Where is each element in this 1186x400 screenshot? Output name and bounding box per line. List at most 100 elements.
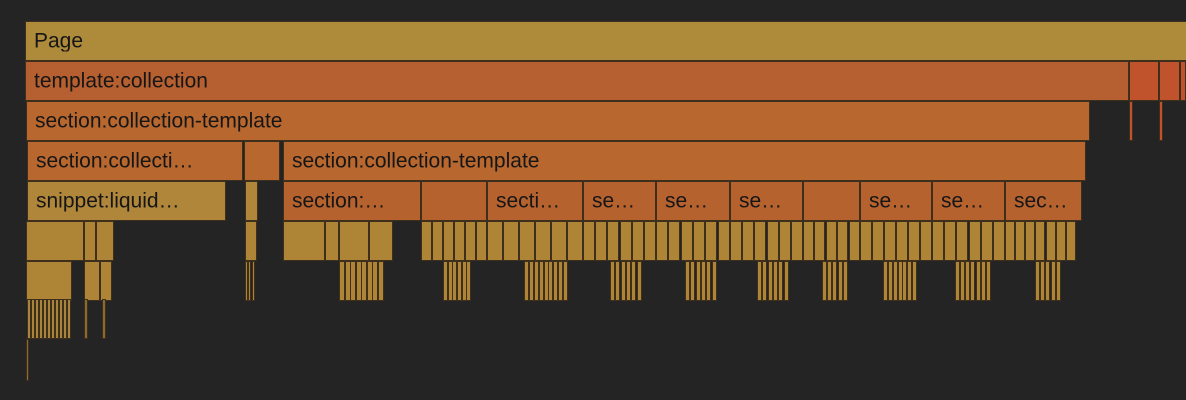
frame-section-collection-template[interactable]: section:collection-template xyxy=(26,101,1090,141)
frame-section[interactable]: secti… xyxy=(487,181,583,221)
frame-section[interactable]: se… xyxy=(932,181,1005,221)
frame-deep[interactable] xyxy=(1066,221,1076,261)
frame-deep[interactable] xyxy=(685,261,690,301)
frame-deep[interactable] xyxy=(920,221,932,261)
frame-section-collection-template[interactable]: section:collection-template xyxy=(283,141,1086,181)
frame-sliver[interactable] xyxy=(1159,101,1163,141)
frame-deep[interactable] xyxy=(1040,261,1045,301)
frame-deep[interactable] xyxy=(524,261,529,301)
frame-deep[interactable] xyxy=(548,261,553,301)
frame-deep[interactable] xyxy=(67,299,71,339)
frame-deep[interactable] xyxy=(896,221,908,261)
frame-deep[interactable] xyxy=(535,221,551,261)
frame-deep[interactable] xyxy=(883,261,888,301)
frame-deep[interactable] xyxy=(1056,261,1061,301)
frame-deep[interactable] xyxy=(644,221,656,261)
frame-deep[interactable] xyxy=(361,261,367,301)
frame-deep[interactable] xyxy=(47,299,51,339)
frame-deep[interactable] xyxy=(762,261,767,301)
frame-deep[interactable] xyxy=(339,261,345,301)
frame-deep[interactable] xyxy=(26,221,84,261)
frame-deep[interactable] xyxy=(283,221,325,261)
frame-deep[interactable] xyxy=(631,261,636,301)
frame-deep[interactable] xyxy=(981,221,993,261)
frame-deep[interactable] xyxy=(696,261,701,301)
frame-deep[interactable] xyxy=(607,221,619,261)
frame-section[interactable]: se… xyxy=(860,181,932,221)
frame-deep[interactable] xyxy=(325,221,339,261)
frame-deep[interactable] xyxy=(849,221,860,261)
frame-deep[interactable] xyxy=(51,299,55,339)
frame-deep[interactable] xyxy=(466,261,471,301)
frame-deep[interactable] xyxy=(558,261,563,301)
frame-sliver[interactable] xyxy=(1129,101,1133,141)
frame-deep[interactable] xyxy=(443,221,454,261)
frame-deep[interactable] xyxy=(96,221,114,261)
frame-deep[interactable] xyxy=(822,261,827,301)
frame-deep[interactable] xyxy=(102,299,106,339)
frame-deep[interactable] xyxy=(1025,221,1035,261)
frame-deep[interactable] xyxy=(519,221,535,261)
frame-deep[interactable] xyxy=(31,299,35,339)
frame-section[interactable]: section:… xyxy=(283,181,421,221)
frame-deep[interactable] xyxy=(369,221,393,261)
frame-deep[interactable] xyxy=(970,261,975,301)
frame-deep[interactable] xyxy=(908,221,920,261)
frame-deep[interactable] xyxy=(252,261,255,301)
frame-deep[interactable] xyxy=(837,221,848,261)
frame-deep[interactable] xyxy=(620,221,632,261)
frame-deep[interactable] xyxy=(1045,261,1050,301)
frame-deep[interactable] xyxy=(443,261,448,301)
frame-deep[interactable] xyxy=(84,261,100,301)
frame-deep[interactable] xyxy=(701,261,706,301)
frame-small[interactable] xyxy=(1159,61,1180,101)
frame-small[interactable] xyxy=(1129,61,1159,101)
frame-deep[interactable] xyxy=(872,221,884,261)
frame-deep[interactable] xyxy=(553,261,558,301)
frame-deep[interactable] xyxy=(248,261,251,301)
frame-deep[interactable] xyxy=(55,299,59,339)
frame-deep[interactable] xyxy=(1051,261,1056,301)
frame-deep[interactable] xyxy=(378,261,384,301)
frame-small[interactable] xyxy=(421,181,487,221)
frame-deep[interactable] xyxy=(432,221,443,261)
frame-deep[interactable] xyxy=(567,221,583,261)
frame-deep[interactable] xyxy=(884,221,896,261)
frame-snippet-liquid[interactable]: snippet:liquid… xyxy=(27,181,226,221)
frame-deep[interactable] xyxy=(757,261,762,301)
frame-deep[interactable] xyxy=(778,261,783,301)
frame-deep[interactable] xyxy=(534,261,539,301)
frame-section-collection[interactable]: section:collecti… xyxy=(27,141,243,181)
frame-deep[interactable] xyxy=(583,221,595,261)
frame-deep[interactable] xyxy=(350,261,356,301)
frame-deep[interactable] xyxy=(35,299,39,339)
frame-deep[interactable] xyxy=(960,261,965,301)
frame-deep[interactable] xyxy=(803,221,814,261)
frame-deep[interactable] xyxy=(63,299,67,339)
frame-deep[interactable] xyxy=(893,261,898,301)
frame-deep[interactable] xyxy=(706,261,711,301)
frame-deep[interactable] xyxy=(791,221,803,261)
frame-deep[interactable] xyxy=(551,221,567,261)
frame-deep[interactable] xyxy=(668,221,680,261)
frame-deep[interactable] xyxy=(773,261,778,301)
frame-deep[interactable] xyxy=(476,221,487,261)
frame-deep[interactable] xyxy=(712,261,717,301)
frame-deep[interactable] xyxy=(944,221,956,261)
frame-deep[interactable] xyxy=(621,261,626,301)
frame-small[interactable] xyxy=(1180,61,1186,101)
frame-section[interactable]: se… xyxy=(656,181,730,221)
frame-deep[interactable] xyxy=(626,261,631,301)
frame-deep[interactable] xyxy=(452,261,457,301)
frame-deep[interactable] xyxy=(742,221,754,261)
frame-deep[interactable] xyxy=(637,261,642,301)
frame-section[interactable]: se… xyxy=(583,181,656,221)
frame-deep[interactable] xyxy=(888,261,893,301)
frame-deep[interactable] xyxy=(965,261,970,301)
frame-small[interactable] xyxy=(245,181,258,221)
frame-deep[interactable] xyxy=(421,221,432,261)
frame-deep[interactable] xyxy=(1035,261,1040,301)
frame-deep[interactable] xyxy=(372,261,378,301)
frame-deep[interactable] xyxy=(907,261,912,301)
frame-deep[interactable] xyxy=(767,221,779,261)
